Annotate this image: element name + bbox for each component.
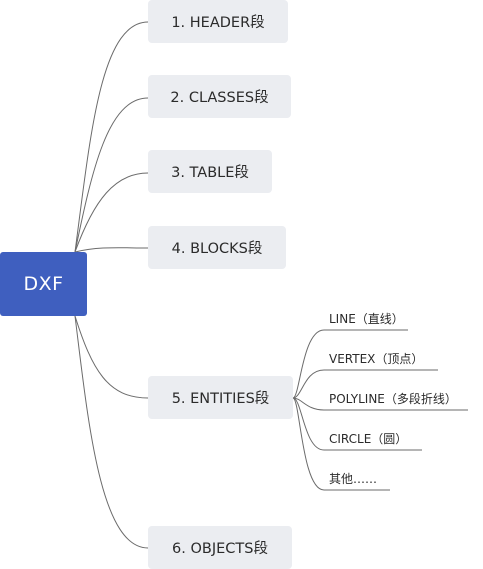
connector-root-objects xyxy=(74,315,149,549)
section-entities[interactable]: 5. ENTITIES段 xyxy=(148,376,293,419)
entity-other[interactable]: 其他…… xyxy=(329,472,378,486)
section-blocks[interactable]: 4. BLOCKS段 xyxy=(148,226,286,269)
section-classes[interactable]: 2. CLASSES段 xyxy=(148,75,291,118)
section-table[interactable]: 3. TABLE段 xyxy=(148,150,272,193)
connector-entities-other xyxy=(292,397,390,491)
section-header[interactable]: 1. HEADER段 xyxy=(148,0,288,43)
connector-root-entities xyxy=(74,315,149,399)
connector-root-blocks xyxy=(74,247,149,253)
connector-root-table xyxy=(74,172,149,253)
entity-vertex[interactable]: VERTEX（顶点） xyxy=(329,352,424,366)
connector-entities-polyline xyxy=(292,397,468,411)
connector-entities-line xyxy=(292,329,408,399)
entity-line[interactable]: LINE（直线） xyxy=(329,312,404,326)
section-objects[interactable]: 6. OBJECTS段 xyxy=(148,526,292,569)
connector-entities-circle xyxy=(292,397,422,451)
entity-polyline[interactable]: POLYLINE（多段折线） xyxy=(329,392,457,406)
connector-entities-vertex xyxy=(292,369,438,399)
root-node-dxf[interactable]: DXF xyxy=(0,252,87,316)
connector-root-classes xyxy=(74,97,149,253)
entity-circle[interactable]: CIRCLE（圆） xyxy=(329,432,408,446)
connector-root-header xyxy=(74,21,149,253)
